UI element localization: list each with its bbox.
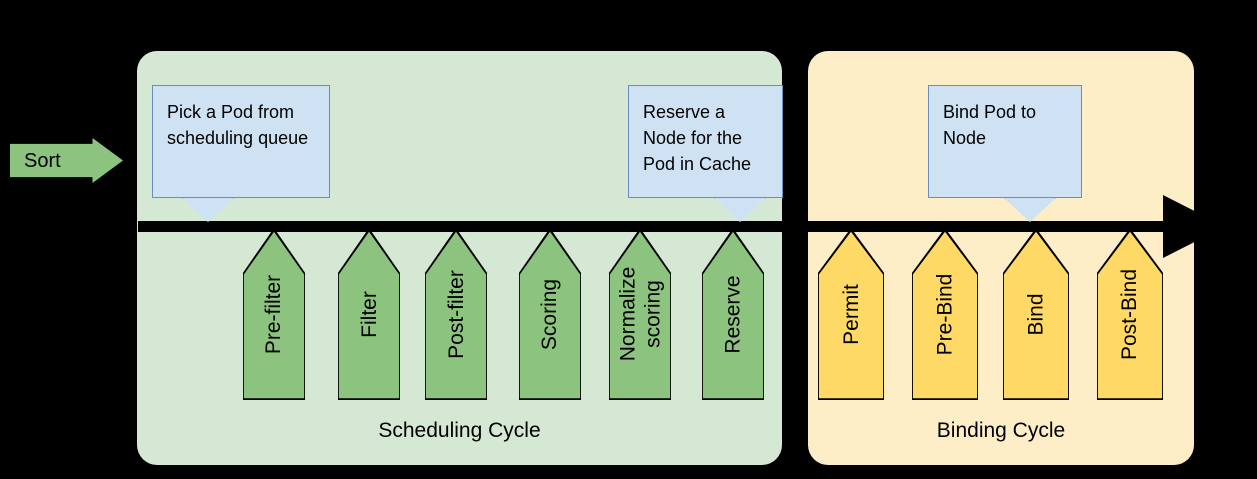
sort-label: Sort [24,149,61,172]
plugin-arrow-scoring: Scoring [519,228,581,400]
plugin-arrow-pre-bind: Pre-Bind [912,228,978,400]
plugin-arrow-pre-filter: Pre-filter [243,228,305,400]
plugin-arrow-permit: Permit [818,228,884,400]
plugin-label-pre-filter: Pre-filter [262,274,286,354]
callout-reserve-node-text: Reserve a Node for the Pod in Cache [628,85,783,198]
callout-bind-pod-text: Bind Pod to Node [928,85,1082,198]
sort-stage-arrow: Sort [10,138,123,183]
plugin-arrow-reserve: Reserve [702,228,764,400]
timeline-bar [138,221,1213,232]
plugin-arrow-post-filter: Post-filter [425,228,487,400]
plugin-arrow-normalize-scoring: Normalize scoring [609,228,671,400]
callout-bind-pod: Bind Pod to Node [928,85,1082,222]
plugin-label-permit: Permit [839,283,863,345]
binding-cycle-label: Binding Cycle [936,419,1066,442]
plugin-label-post-filter: Post-filter [444,269,468,359]
plugin-arrow-bind: Bind [1003,228,1069,400]
scheduling-cycle-label: Scheduling Cycle [378,419,541,442]
plugin-label-pre-bind: Pre-Bind [933,273,957,355]
plugin-label-filter: Filter [357,290,381,338]
callout-pick-a-pod: Pick a Pod from scheduling queue [152,85,330,222]
timeline-arrowhead-icon [1163,195,1225,258]
plugin-label-normalize-scoring: Normalize scoring [616,266,664,362]
plugin-label-post-bind: Post-Bind [1118,268,1142,360]
plugin-arrow-filter: Filter [338,228,400,400]
callout-pick-a-pod-text: Pick a Pod from scheduling queue [152,85,330,198]
plugin-label-bind: Bind [1024,292,1048,336]
plugin-label-scoring: Scoring [538,278,562,350]
plugin-label-reserve: Reserve [721,274,745,354]
callout-reserve-node: Reserve a Node for the Pod in Cache [628,85,783,222]
plugin-arrow-post-bind: Post-Bind [1097,228,1163,400]
